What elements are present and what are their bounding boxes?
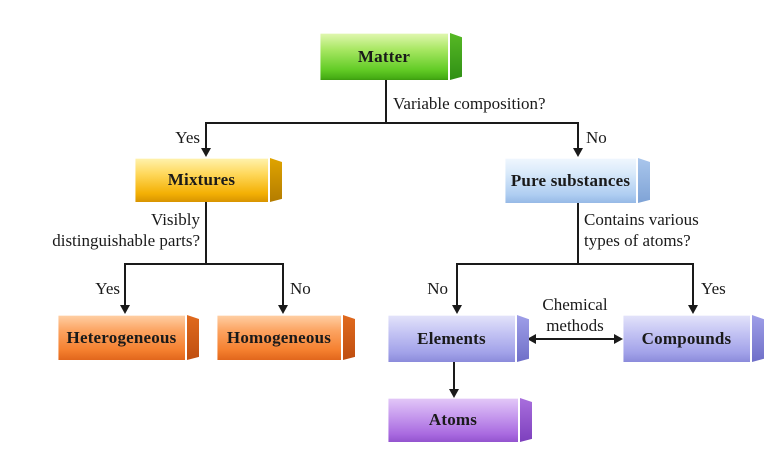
node-compounds: Compounds (623, 315, 764, 362)
label-visibly-distinguishable: Visibly distinguishable parts? (28, 209, 200, 251)
arrowhead-into-elements (452, 305, 462, 314)
node-mixtures-side (270, 158, 282, 202)
node-matter-face: Matter (320, 33, 448, 80)
connector-compounds-drop (692, 263, 694, 306)
node-heterogeneous-side (187, 315, 199, 360)
connector-matter-drop (385, 80, 387, 124)
arrowhead-into-heterogeneous (120, 305, 130, 314)
connector-yes-drop (205, 122, 207, 150)
node-matter-label: Matter (357, 46, 411, 66)
label-chemical-line1: Chemical (542, 295, 608, 314)
connector-atoms-drop (453, 362, 455, 390)
connector-hetero-drop (124, 263, 126, 306)
connector-chemical-methods (534, 338, 616, 340)
connector-elements-drop (456, 263, 458, 306)
connector-left-branch (124, 263, 284, 265)
arrowhead-into-compounds (688, 305, 698, 314)
node-atoms-label: Atoms (428, 410, 478, 429)
connector-top-branch (205, 122, 579, 124)
node-heterogeneous-label: Heterogeneous (66, 327, 177, 347)
label-contains-line1: Contains various (584, 210, 699, 229)
node-atoms: Atoms (388, 398, 532, 442)
connector-right-branch (456, 263, 694, 265)
arrowhead-into-homogeneous (278, 305, 288, 314)
node-compounds-side (752, 315, 764, 362)
arrowhead-into-atoms (449, 389, 459, 398)
node-compounds-face: Compounds (623, 315, 750, 362)
connector-mixtures-drop (205, 202, 207, 265)
node-homogeneous-face: Homogeneous (217, 315, 341, 360)
connector-no-drop (577, 122, 579, 150)
node-homogeneous-label: Homogeneous (226, 327, 332, 347)
label-yes-heterogeneous: Yes (95, 279, 120, 298)
node-pure-substances-label: Pure substances (510, 170, 631, 190)
node-heterogeneous-face: Heterogeneous (58, 315, 185, 360)
node-pure-substances: Pure substances (505, 158, 650, 203)
node-elements-label: Elements (417, 328, 486, 348)
node-pure-substances-side (638, 158, 650, 203)
label-variable-composition: Variable composition? (393, 94, 546, 113)
node-atoms-side (520, 398, 532, 442)
arrowhead-chemical-right (614, 334, 623, 344)
node-elements-face: Elements (388, 315, 515, 362)
node-atoms-face: Atoms (388, 398, 518, 442)
label-no-elements: No (427, 279, 448, 298)
label-no-homogeneous: No (290, 279, 311, 298)
node-matter: Matter (320, 33, 462, 80)
node-elements: Elements (388, 315, 529, 362)
node-heterogeneous: Heterogeneous (58, 315, 199, 360)
connector-homo-drop (282, 263, 284, 306)
node-mixtures-label: Mixtures (167, 170, 236, 189)
node-matter-side (450, 33, 462, 80)
label-yes-compounds: Yes (701, 279, 726, 298)
arrowhead-chemical-left (527, 334, 536, 344)
node-elements-side (517, 315, 529, 362)
arrowhead-into-pure (573, 148, 583, 157)
label-visibly-line1: Visibly (150, 210, 200, 229)
arrowhead-into-mixtures (201, 148, 211, 157)
label-chemical-methods: Chemical methods (520, 294, 630, 336)
node-compounds-label: Compounds (641, 328, 732, 348)
label-visibly-line2: distinguishable parts? (52, 231, 200, 250)
label-contains-line2: types of atoms? (584, 231, 691, 250)
node-pure-substances-face: Pure substances (505, 158, 636, 203)
label-contains-various: Contains various types of atoms? (584, 209, 699, 251)
label-yes-mixtures: Yes (175, 128, 200, 147)
node-homogeneous: Homogeneous (217, 315, 355, 360)
node-homogeneous-side (343, 315, 355, 360)
connector-pure-drop (577, 203, 579, 265)
node-mixtures-face: Mixtures (135, 158, 268, 202)
label-no-pure: No (586, 128, 607, 147)
node-mixtures: Mixtures (135, 158, 282, 202)
label-chemical-line2: methods (546, 316, 604, 335)
